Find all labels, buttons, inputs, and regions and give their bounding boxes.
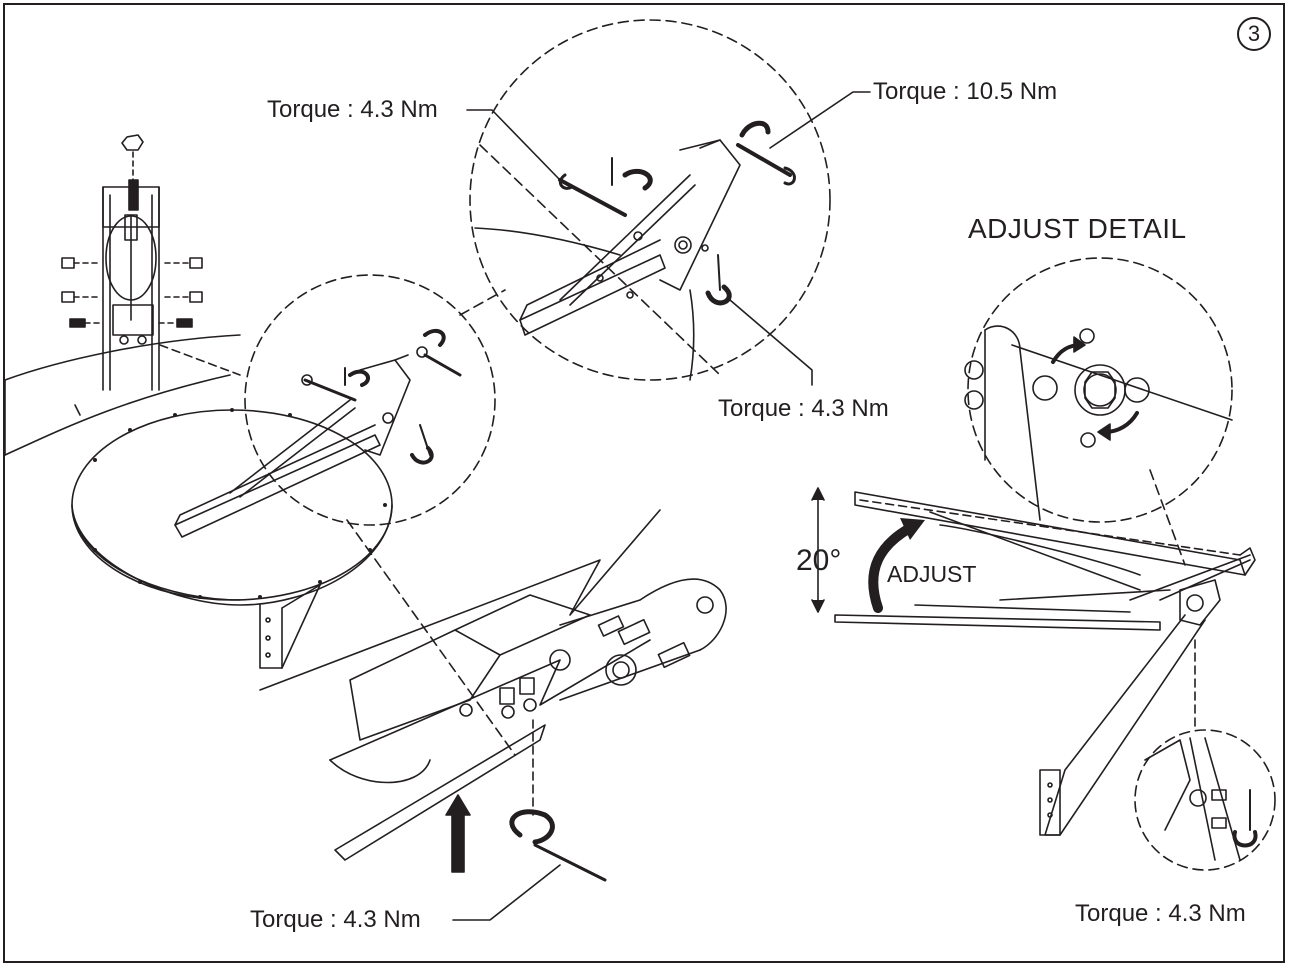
page-border: [3, 3, 1285, 963]
torque-label-mid: Torque : 4.3 Nm: [718, 395, 889, 422]
arm-closeup: [259, 509, 727, 861]
bottom-wrench: [509, 809, 607, 882]
angle-label: 20°: [796, 544, 842, 577]
side-bolts: [61, 257, 203, 328]
angle-indicator: [811, 487, 925, 613]
leader-lines: [452, 91, 871, 921]
small-wrench-group: [301, 328, 462, 465]
mounting-arm-tube: [4, 334, 241, 456]
exploded-mast-clamp: [61, 134, 241, 416]
detail-circle-large: [469, 19, 831, 381]
torque-label-top-left: Torque : 4.3 Nm: [267, 96, 438, 123]
side-dish: [834, 491, 1256, 836]
bottom-detail-circle: [1134, 729, 1276, 871]
torque-label-bottom-right: Torque : 4.3 Nm: [1075, 900, 1246, 927]
adjust-detail-circle: [967, 257, 1233, 523]
step-number: 3: [1247, 21, 1261, 46]
lnb-arm-small: [174, 354, 411, 538]
leader-dash-2: [459, 289, 506, 316]
dish-bracket: [259, 584, 321, 669]
torque-label-top-right: Torque : 10.5 Nm: [873, 78, 1058, 105]
large-wrench-group: [558, 120, 796, 306]
bolts-cluster: [459, 615, 691, 719]
up-arrow: [445, 794, 471, 873]
torque-label-bottom: Torque : 4.3 Nm: [250, 906, 421, 933]
leader-dash: [346, 519, 516, 756]
adjust-label: ADJUST: [887, 561, 977, 587]
leader-dash-3: [479, 144, 721, 376]
detail-circle-small: [244, 274, 496, 526]
lnb-arm-large: [474, 139, 741, 381]
adjust-detail-content: [964, 325, 1233, 566]
satellite-dish: [71, 408, 393, 669]
bottom-detail-content: [1144, 639, 1258, 861]
adjust-detail-title: ADJUST DETAIL: [968, 213, 1187, 244]
step-number-badge: 3: [1237, 17, 1271, 51]
